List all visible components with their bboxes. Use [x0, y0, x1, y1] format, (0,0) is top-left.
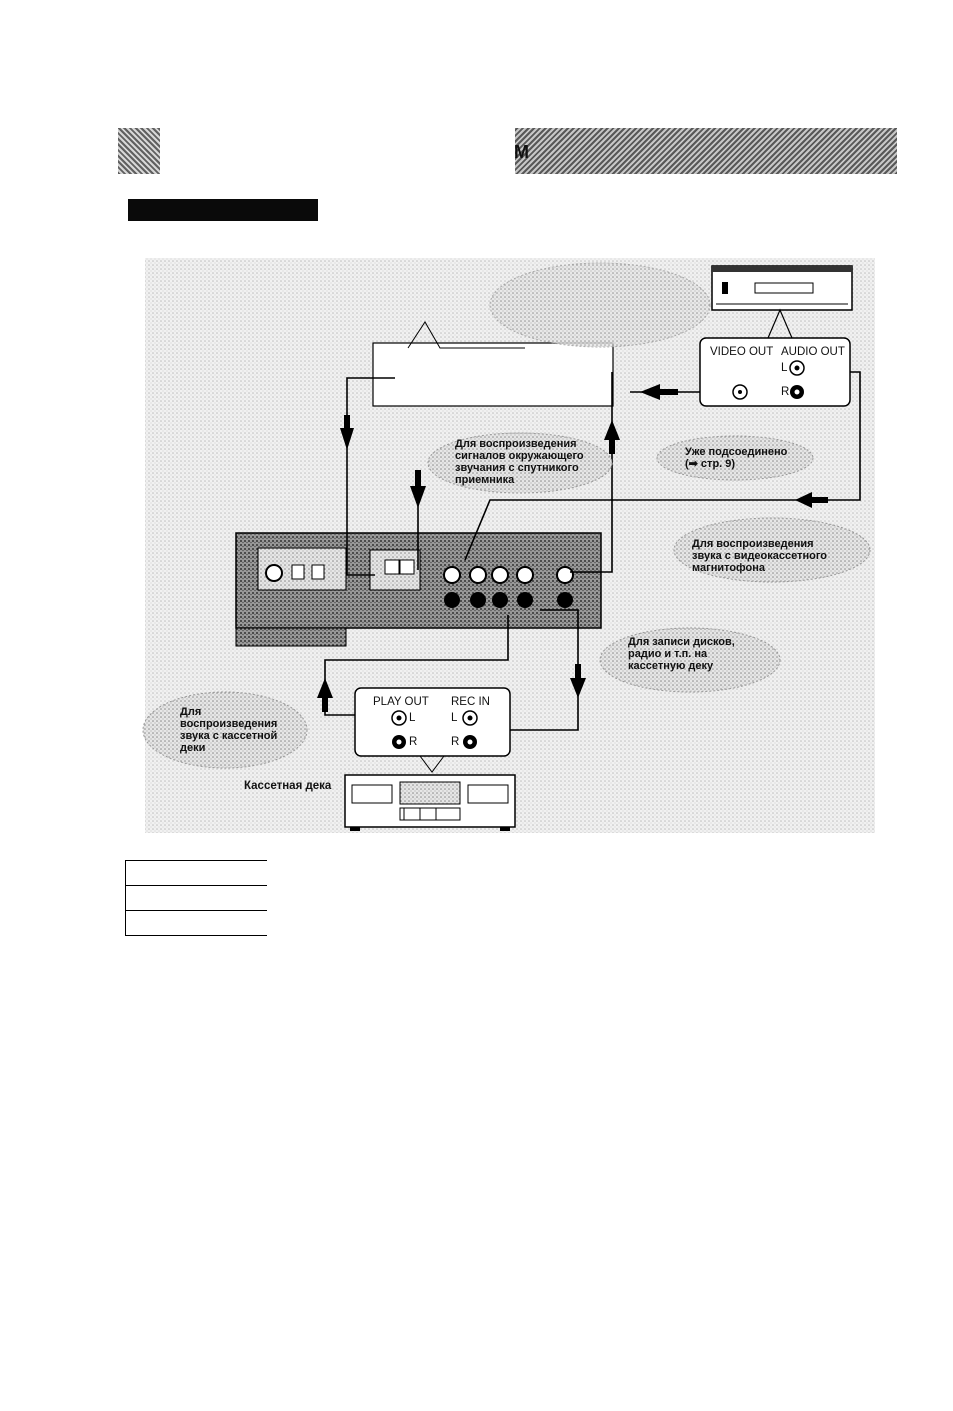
bubble-record: Для записи дисков,радио и т.п. на кассет… — [628, 636, 735, 672]
header-letter: M — [514, 142, 529, 162]
legend-table — [125, 860, 267, 936]
vcr-device — [711, 265, 853, 311]
signal-arrows — [317, 384, 828, 712]
audio-out-r-label: R — [781, 386, 790, 398]
cassette-deck-device — [344, 774, 516, 831]
video-out-label: VIDEO OUT — [710, 346, 774, 358]
cassette-deck-label: Кассетная дека — [244, 780, 332, 792]
rec-in-r-label: R — [451, 736, 460, 748]
speech-bubbles — [142, 262, 871, 769]
rec-in-label: REC IN — [451, 696, 490, 708]
play-out-label: PLAY OUT — [373, 696, 429, 708]
rec-in-l-label: L — [451, 712, 458, 724]
legend-row — [125, 885, 267, 910]
play-out-l-label: L — [409, 712, 416, 724]
header-texture-left — [118, 128, 160, 174]
legend-row — [125, 910, 267, 936]
section-bar — [128, 199, 318, 221]
header-texture-right — [515, 128, 897, 174]
play-out-r-label: R — [409, 736, 418, 748]
bubble-connected: Уже подсоединено(➡ стр. 9) — [685, 446, 788, 470]
audio-out-l-label: L — [781, 362, 788, 374]
legend-row — [125, 860, 267, 885]
audio-out-label: AUDIO OUT — [781, 346, 845, 358]
